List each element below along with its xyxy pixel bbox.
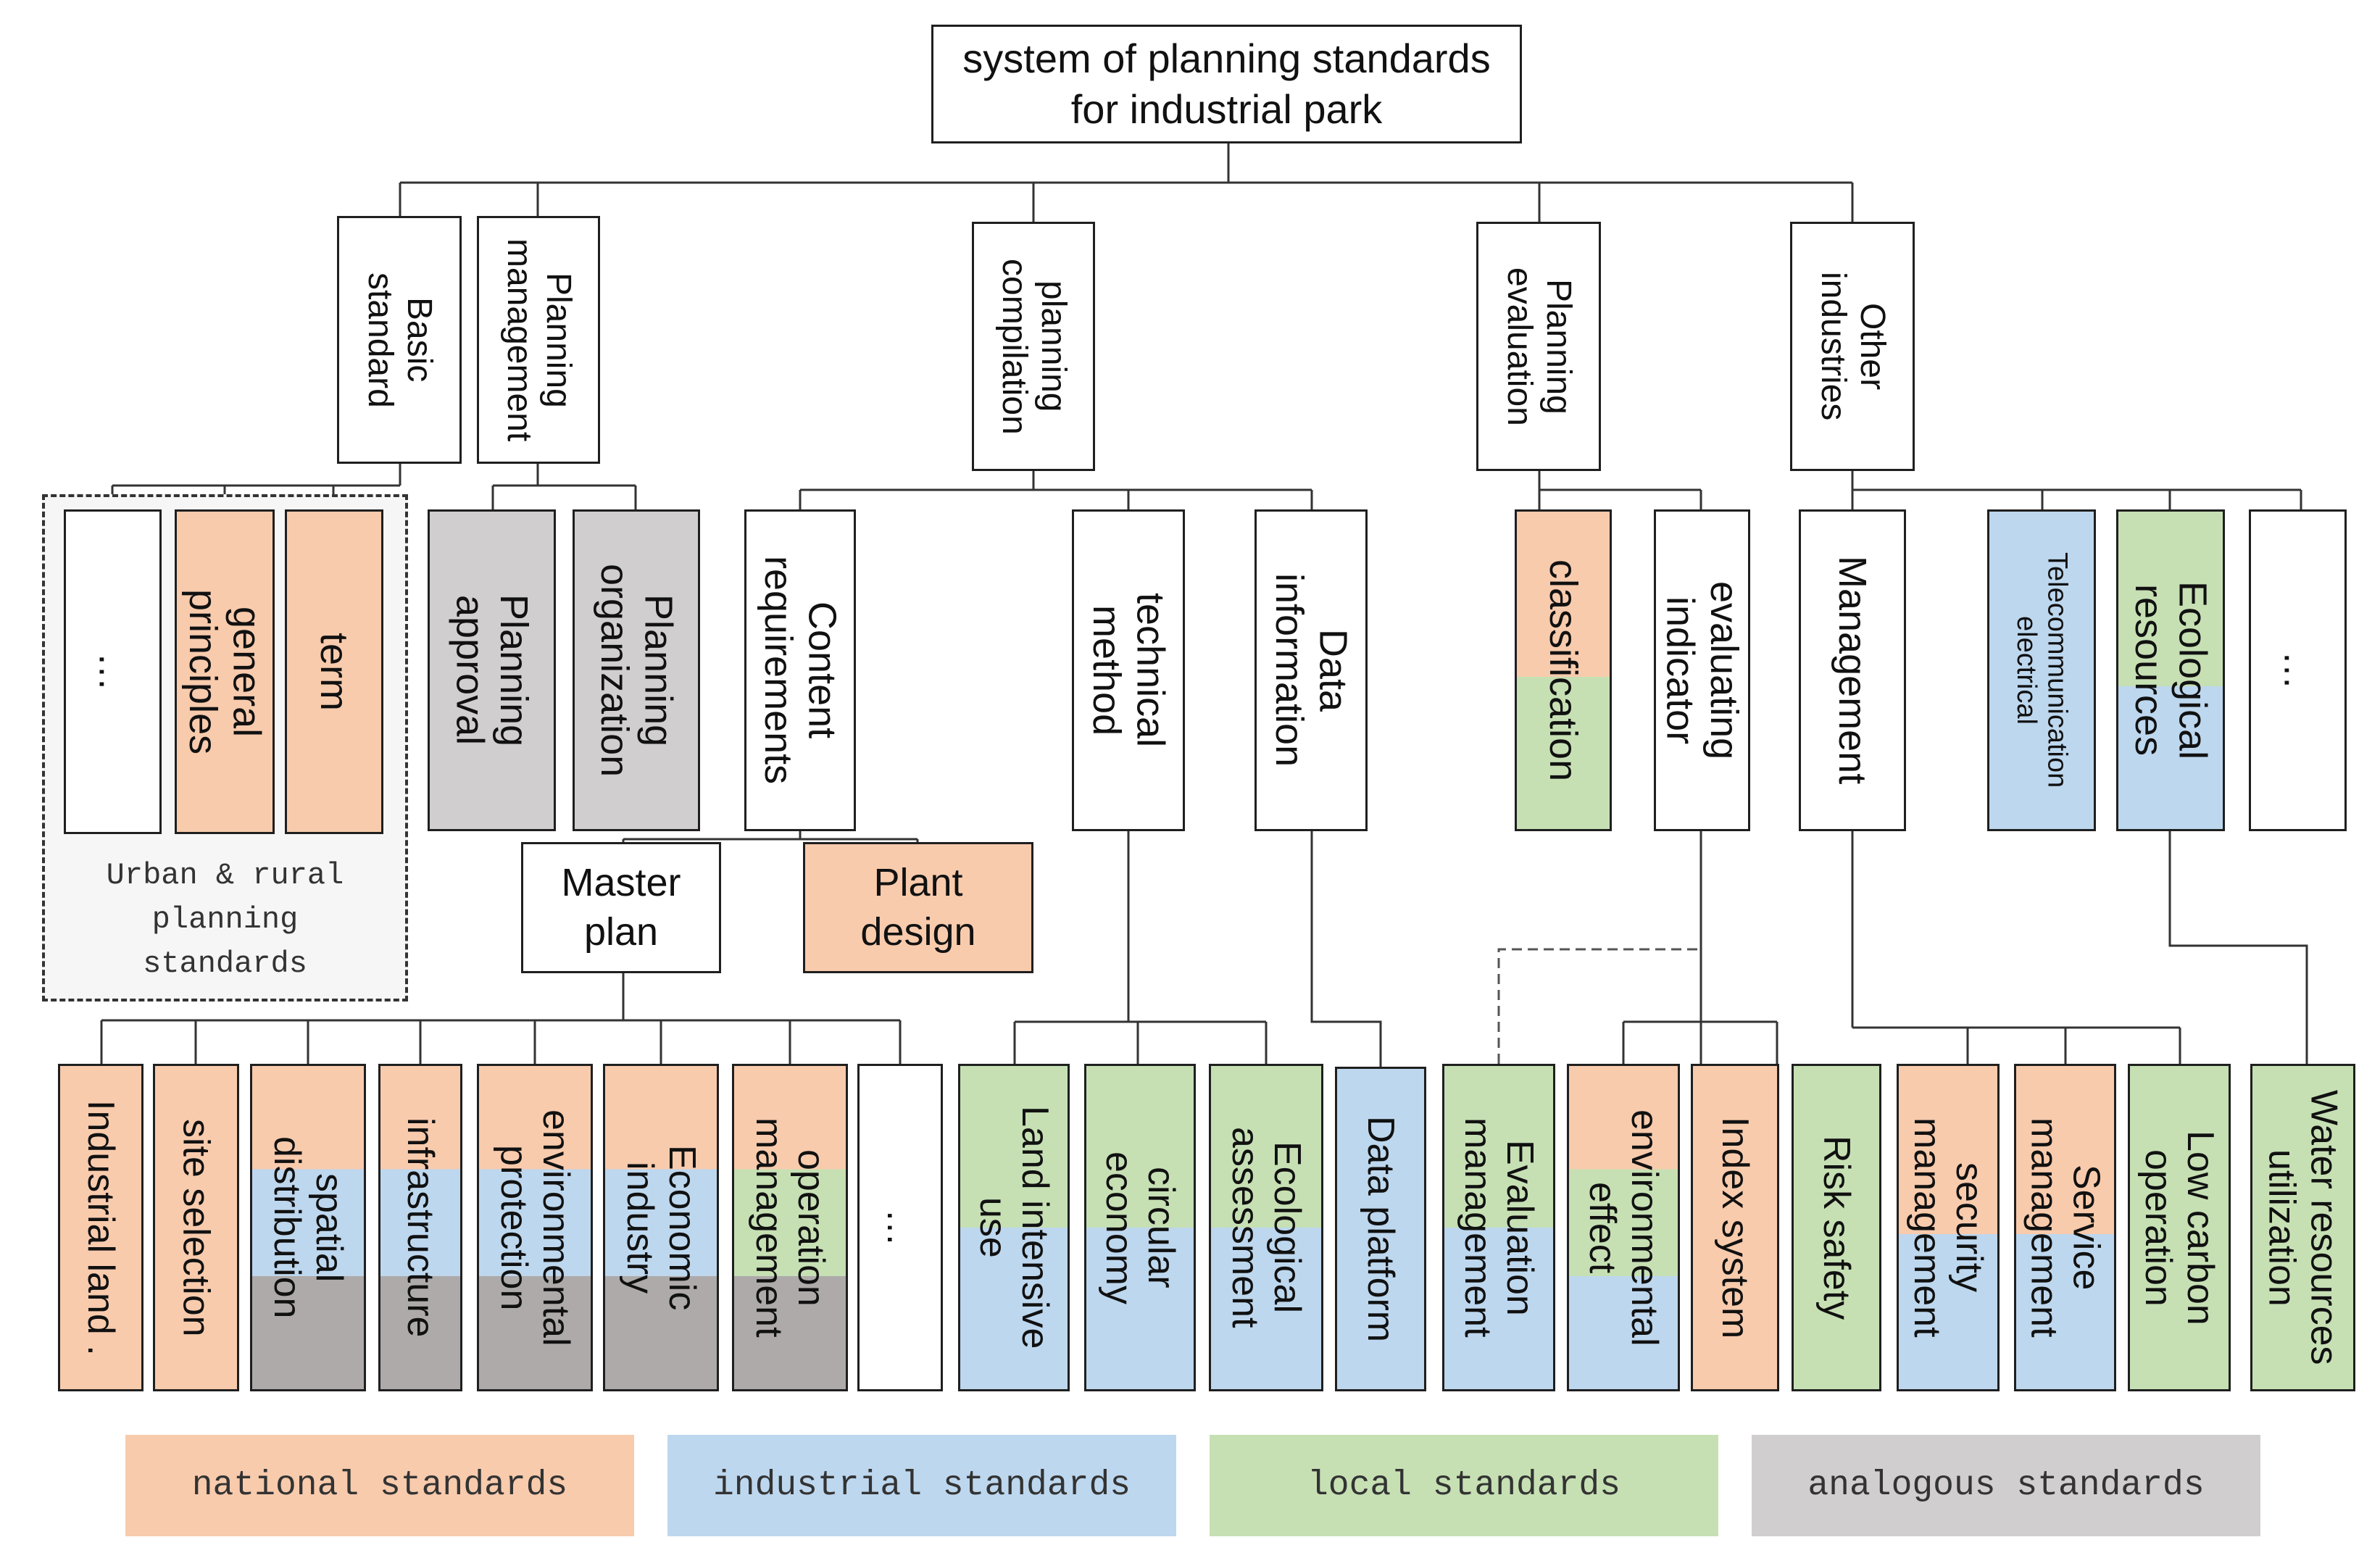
planning-compilation-label: planning compilation [995, 258, 1073, 435]
evaluating-indicator-label: evaluating indicator [1658, 580, 1746, 760]
other-ellipsis: … [2276, 651, 2320, 690]
data-information-label: Data information [1268, 573, 1355, 767]
plant-design-label: Plant design [860, 861, 976, 954]
security-management-label: security management [1906, 1117, 1991, 1338]
basic-ellipsis-box: … [64, 509, 162, 834]
circular-economy-label: circular economy [1098, 1151, 1183, 1304]
technical-method-label: technical method [1085, 593, 1173, 748]
legend-national-label: national standards [191, 1466, 568, 1505]
evaluation-management-label: Evaluation management [1457, 1117, 1541, 1338]
legend-analogous-label: analogous standards [1807, 1466, 2205, 1505]
planning-approval-box: Planning approval [428, 509, 556, 831]
content-requirements-label: Content requirements [757, 556, 844, 785]
spatial-distribution-box: spatial distribution [250, 1064, 366, 1391]
index-system-label: Index system [1714, 1116, 1757, 1339]
risk-safety-label: Risk safety [1815, 1135, 1858, 1320]
classification-box: classification [1515, 509, 1612, 831]
basic-standard-label: Basic standard [361, 272, 438, 408]
industrial-land-box: Industrial land . [58, 1064, 143, 1391]
ecological-resources-label: Ecological resources [2127, 580, 2215, 760]
service-management-box: Service management [2014, 1064, 2116, 1391]
data-platform-box: Data platform [1335, 1067, 1426, 1391]
index-system-box: Index system [1691, 1064, 1779, 1391]
management-box: Management [1799, 509, 1906, 831]
economic-industry-box: Economic industry [603, 1064, 719, 1391]
evaluating-indicator-box: evaluating indicator [1654, 509, 1750, 831]
content-requirements-box: Content requirements [744, 509, 856, 831]
leaf-ellipsis: … [879, 1209, 922, 1246]
operation-management-label: operation management [748, 1117, 833, 1338]
operation-management-box: operation management [732, 1064, 848, 1391]
planning-compilation-box: planning compilation [972, 222, 1095, 471]
environmental-protection-box: environmental protection [477, 1064, 593, 1391]
planning-evaluation-label: Planning evaluation [1500, 267, 1578, 426]
environmental-effect-box: environmental effect [1567, 1064, 1680, 1391]
service-management-label: Service management [2023, 1117, 2108, 1338]
root-title-box: system of planning standards for industr… [931, 25, 1522, 143]
root-title: system of planning standards for industr… [962, 36, 1491, 132]
telecommunication-box: Telecommunication electrical [1987, 509, 2096, 831]
security-management-box: security management [1897, 1064, 2000, 1391]
circular-economy-box: circular economy [1084, 1064, 1196, 1391]
site-selection-label: site selection [175, 1118, 217, 1337]
master-plan-box: Master plan [521, 842, 721, 973]
legend-analogous: analogous standards [1752, 1435, 2260, 1536]
low-carbon-operation-box: Low carbon operation [2128, 1064, 2231, 1391]
other-industries-label: Other industries [1814, 272, 1892, 421]
plant-design-box: Plant design [803, 842, 1033, 973]
legend-national: national standards [125, 1435, 634, 1536]
legend-local: local standards [1210, 1435, 1718, 1536]
other-industries-box: Other industries [1790, 222, 1915, 471]
legend-local-label: local standards [1307, 1466, 1621, 1505]
risk-safety-box: Risk safety [1792, 1064, 1881, 1391]
legend-industrial: industrial standards [667, 1435, 1176, 1536]
economic-industry-label: Economic industry [619, 1144, 704, 1311]
ecological-assessment-label: Ecological assessment [1224, 1127, 1309, 1328]
legend-industrial-label: industrial standards [712, 1466, 1131, 1505]
planning-approval-label: Planning approval [448, 594, 536, 747]
water-resources-label: Water resources utilization [2260, 1090, 2345, 1365]
industrial-land-label: Industrial land . [80, 1099, 122, 1356]
general-principles-label: general principles [181, 588, 269, 755]
basic-ellipsis: … [91, 652, 135, 691]
term-box: term [285, 509, 383, 834]
data-platform-label: Data platform [1360, 1115, 1402, 1343]
ecological-resources-box: Ecological resources [2116, 509, 2225, 831]
land-intensive-use-box: Land intensive use [958, 1064, 1070, 1391]
general-principles-box: general principles [175, 509, 275, 834]
leaf-ellipsis-box: … [857, 1064, 943, 1391]
ecological-assessment-box: Ecological assessment [1209, 1064, 1323, 1391]
environmental-effect-label: environmental effect [1581, 1109, 1666, 1346]
management-label: Management [1831, 556, 1875, 785]
planning-management-box: Planning management [477, 216, 600, 464]
technical-method-box: technical method [1072, 509, 1185, 831]
low-carbon-operation-label: Low carbon operation [2137, 1130, 2222, 1325]
site-selection-box: site selection [153, 1064, 239, 1391]
data-information-box: Data information [1255, 509, 1368, 831]
classification-label: classification [1541, 559, 1586, 782]
water-resources-box: Water resources utilization [2250, 1064, 2355, 1391]
planning-organization-box: Planning organization [573, 509, 700, 831]
telecommunication-label: Telecommunication electrical [2011, 552, 2073, 788]
planning-management-label: Planning management [500, 238, 578, 442]
environmental-protection-label: environmental protection [493, 1109, 578, 1346]
urban-rural-caption: Urban & rural planning standards [106, 858, 344, 981]
spatial-distribution-label: spatial distribution [266, 1136, 351, 1319]
land-intensive-use-label: Land intensive use [972, 1106, 1057, 1349]
planning-organization-label: Planning organization [593, 563, 681, 778]
planning-evaluation-box: Planning evaluation [1476, 222, 1601, 471]
evaluation-management-box: Evaluation management [1442, 1064, 1555, 1391]
basic-standard-box: Basic standard [337, 216, 462, 464]
infrastructure-box: infrastructure [378, 1064, 462, 1391]
infrastructure-label: infrastructure [399, 1117, 442, 1338]
master-plan-label: Master plan [561, 861, 681, 954]
term-label: term [312, 633, 357, 711]
other-ellipsis-box: … [2249, 509, 2347, 831]
